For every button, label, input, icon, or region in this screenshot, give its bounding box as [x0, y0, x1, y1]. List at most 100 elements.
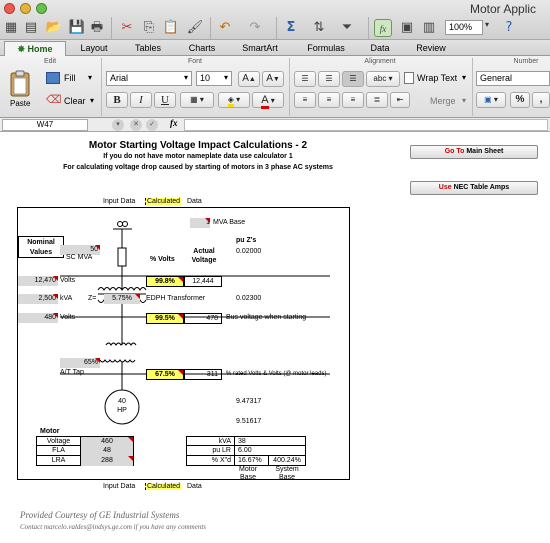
autotransformer-tap-input[interactable]: 65% [60, 358, 100, 368]
tab-formulas[interactable]: Formulas [307, 43, 345, 53]
tab-tables[interactable]: Tables [134, 43, 161, 53]
tab-review[interactable]: Review [416, 43, 446, 53]
fill-button[interactable]: Fill [64, 73, 76, 83]
number-format-select[interactable]: General [476, 71, 550, 86]
nominal-values-header: Nominal Values [18, 236, 64, 258]
orientation-button[interactable]: abc ▾ [366, 71, 400, 87]
align-right-button[interactable]: ≡ [342, 92, 364, 108]
merge-dropdown-icon[interactable]: ▾ [462, 96, 467, 105]
impedance-input[interactable]: 5.75% [104, 294, 140, 304]
paste-label: Paste [10, 99, 31, 108]
mva-base-label: MVA Base [213, 219, 246, 226]
shrink-font-button[interactable]: A▼ [262, 71, 284, 87]
calc-pu-lr-motor: 6.00 [238, 447, 252, 454]
use-nec-table-amps-button[interactable]: Use NEC Table Amps [410, 181, 538, 195]
tab-data[interactable]: Data [370, 43, 390, 53]
align-top-button[interactable]: ☰ [294, 71, 316, 87]
credit-line: Provided Courtesy of GE Industrial Syste… [20, 510, 180, 520]
calc-kva-motor: 38 [238, 438, 246, 445]
ribbon-tab-bar [0, 40, 550, 56]
new-workbook-icon[interactable]: ▦ [4, 20, 18, 35]
name-box[interactable]: W47 [2, 119, 88, 131]
format-painter-icon[interactable]: 🖌 [186, 20, 204, 35]
currency-button[interactable]: ▣ ▾ [476, 92, 506, 108]
templates-icon[interactable]: ▤ [24, 20, 38, 35]
currency-icon: ▣ [484, 95, 492, 104]
source-volts-input[interactable]: 12,470 [18, 276, 58, 286]
align-left-button[interactable]: ≡ [294, 92, 316, 108]
sc-mva-input[interactable]: 50 [60, 245, 100, 255]
copy-icon[interactable]: ⎘ [143, 20, 155, 35]
clear-dropdown-icon[interactable]: ▾ [90, 96, 95, 105]
motor-hp-value: 40 [118, 398, 126, 405]
motor-fla-input[interactable]: 48 [81, 446, 133, 456]
pu-z-source: 0.02000 [236, 248, 262, 255]
decrease-indent-button[interactable]: ⇤ [390, 92, 410, 108]
italic-button[interactable]: I [130, 92, 152, 108]
tab-smartart[interactable]: SmartArt [242, 43, 278, 53]
wrap-text-button[interactable]: Wrap Text [417, 73, 458, 83]
print-icon[interactable]: 🖶 [90, 20, 104, 35]
bold-button[interactable]: B [106, 92, 128, 108]
system-base-label: System Base [275, 466, 299, 481]
percent-button[interactable]: % [510, 92, 530, 108]
tab-home[interactable]: ✸ Home [4, 41, 66, 56]
formula-builder-icon[interactable]: fx [374, 19, 392, 37]
align-middle-button[interactable]: ☰ [318, 71, 340, 87]
font-color-button[interactable]: A ▾ [252, 92, 284, 109]
borders-button[interactable]: ▦ ▾ [180, 92, 214, 108]
autosum-icon[interactable]: Σ [286, 20, 296, 35]
minimize-window-button[interactable] [20, 3, 31, 14]
pct-volts-bus: 99.5% [146, 313, 184, 324]
save-icon[interactable]: 💾 [68, 20, 86, 35]
filter-icon[interactable]: ⏷ [341, 20, 353, 35]
align-center-button[interactable]: ≡ [318, 92, 340, 108]
formula-input[interactable] [184, 119, 548, 131]
table-row: FLA 48 [36, 446, 134, 456]
tab-layout[interactable]: Layout [80, 43, 108, 53]
toolbox-icon[interactable]: ▥ [422, 20, 436, 35]
mva-base-input[interactable]: 1 [190, 218, 210, 228]
name-box-dropdown-icon[interactable]: ▾ [112, 119, 124, 131]
motor-voltage-input[interactable]: 460 [81, 437, 133, 447]
motor-lra-input[interactable]: 288 [81, 456, 133, 466]
fill-icon[interactable] [46, 72, 60, 84]
confirm-formula-icon[interactable]: ✓ [146, 119, 158, 131]
font-size-select[interactable]: 10 [196, 71, 232, 86]
transformer-kva-input[interactable]: 2,500 [18, 294, 58, 304]
cut-icon[interactable]: ✂ [121, 20, 133, 35]
go-to-main-sheet-button[interactable]: Go To Main Sheet [410, 145, 538, 159]
fill-color-button[interactable]: ◈ ▾ [218, 92, 250, 108]
paste-button[interactable] [8, 70, 32, 98]
tab-charts[interactable]: Charts [188, 43, 216, 53]
clear-button[interactable]: Clear [64, 96, 86, 106]
redo-icon[interactable]: ↷ [249, 20, 261, 35]
gallery-icon[interactable]: ▣ [400, 20, 414, 35]
pu-z-motor-2: 9.51617 [236, 418, 262, 425]
justify-button[interactable]: ≣ [366, 92, 388, 108]
insert-function-button[interactable]: fx [170, 118, 178, 128]
wrap-text-icon [404, 72, 414, 84]
underline-button[interactable]: U [154, 92, 176, 108]
help-icon[interactable]: ? [505, 20, 513, 35]
zoom-select[interactable]: 100% [445, 20, 483, 35]
toolbar-separator [276, 17, 277, 39]
merge-button[interactable]: Merge [430, 96, 456, 106]
close-window-button[interactable] [4, 3, 15, 14]
wrap-text-dropdown-icon[interactable]: ▾ [462, 73, 467, 82]
font-name-select[interactable]: Arial [106, 71, 192, 86]
motor-hp-label: HP [117, 407, 127, 414]
contact-line: Contact marcelo.valdes@indsys.ge.com if … [20, 523, 206, 531]
paste-icon[interactable]: 📋 [162, 20, 180, 35]
fill-dropdown-icon[interactable]: ▾ [88, 73, 93, 82]
grow-font-button[interactable]: A▲ [238, 71, 260, 87]
zoom-dropdown-icon[interactable]: ▾ [485, 20, 490, 29]
open-folder-icon[interactable]: 📂 [45, 20, 63, 35]
undo-icon[interactable]: ↶ [219, 20, 231, 35]
align-bottom-button[interactable]: ☰ [342, 71, 364, 87]
bus-volts-input[interactable]: 480 [18, 313, 58, 323]
zoom-window-button[interactable] [36, 3, 47, 14]
cancel-formula-icon[interactable]: ✕ [130, 119, 142, 131]
eraser-icon[interactable]: ⌫ [46, 94, 62, 106]
sort-icon[interactable]: ⇅ [313, 20, 325, 35]
